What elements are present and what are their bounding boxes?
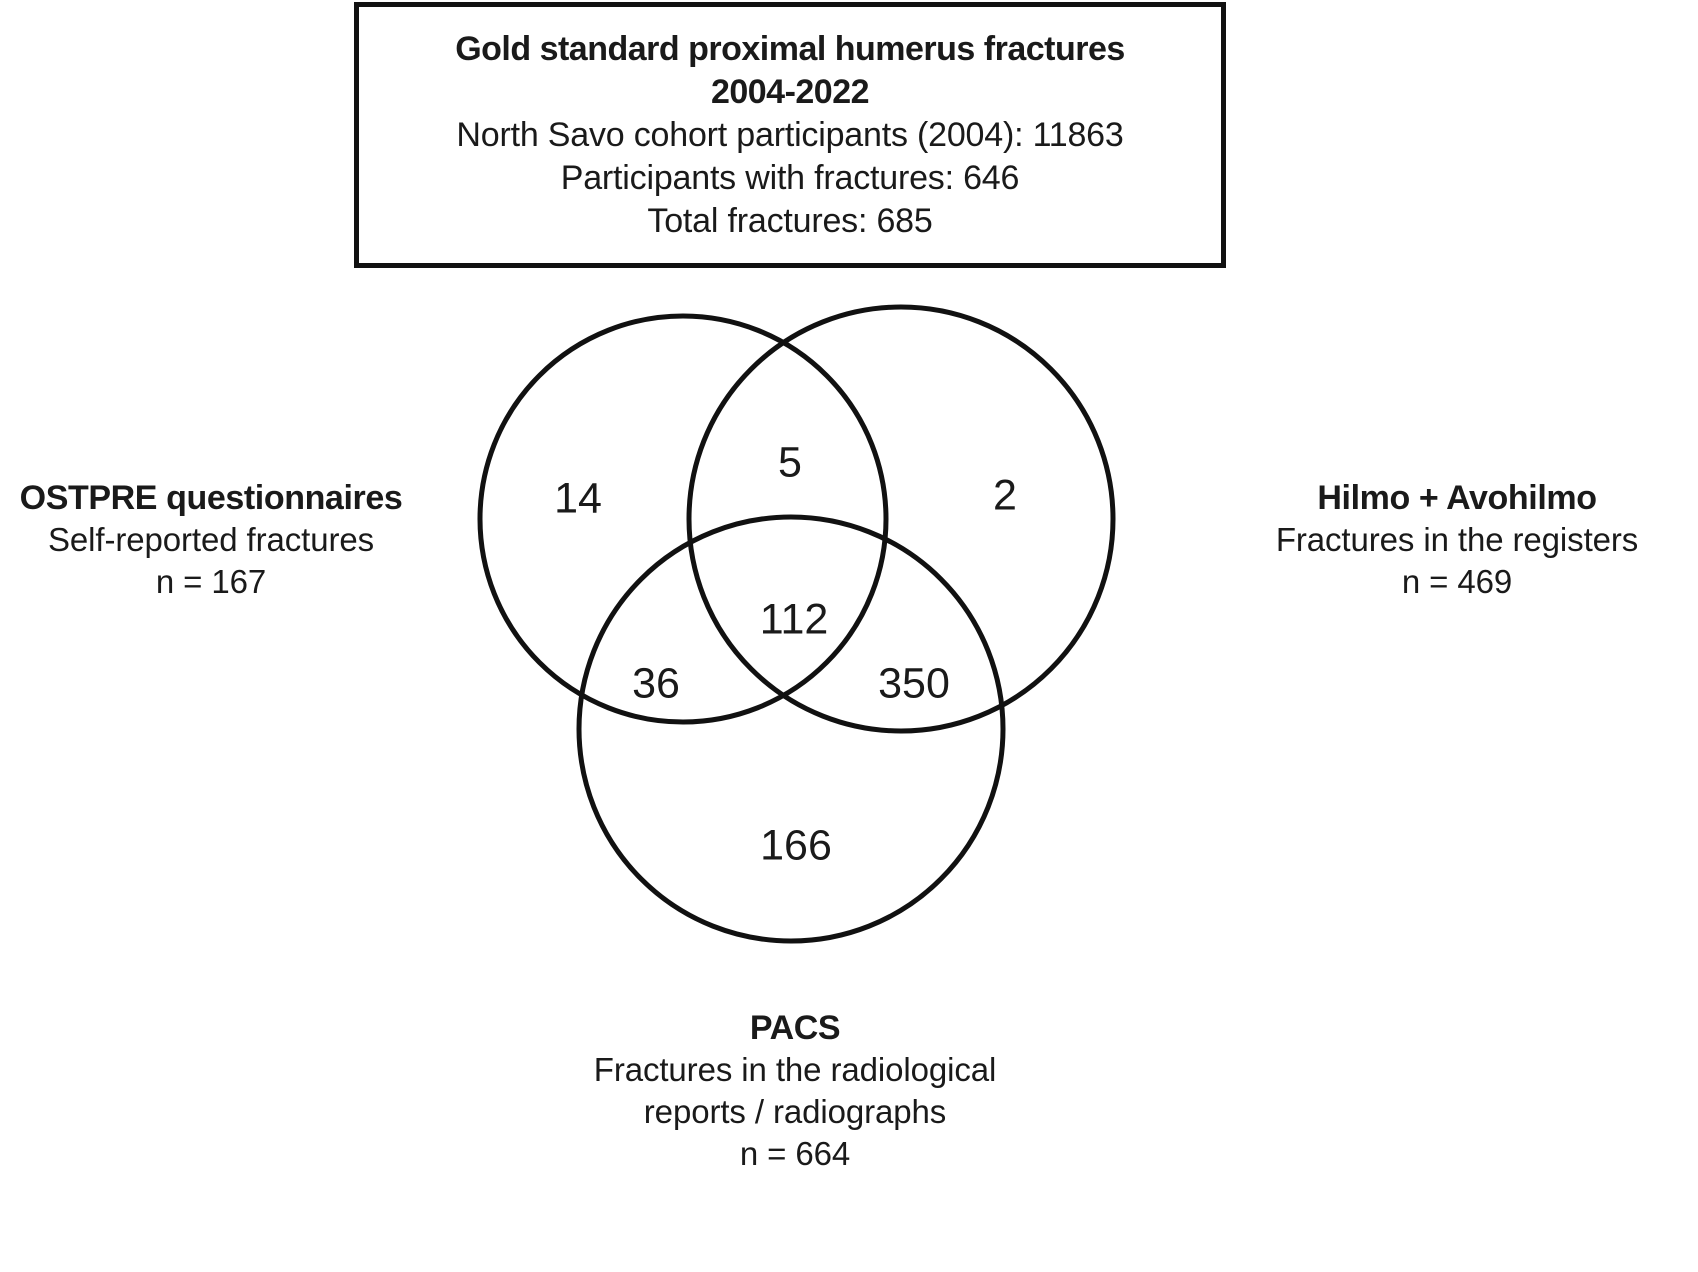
set-label-pacs-title: PACS: [749, 1009, 841, 1047]
venn-count-ostpre-only: 14: [554, 474, 602, 523]
set-label-ostpre: OSTPRE questionnaires Self-reported frac…: [0, 477, 426, 603]
summary-title-line1: Gold standard proximal humerus fractures: [455, 29, 1125, 68]
venn-count-ostpre-pacs: 36: [632, 659, 680, 708]
set-label-ostpre-count: n = 167: [155, 563, 267, 600]
set-label-ostpre-title: OSTPRE questionnaires: [19, 479, 403, 517]
summary-total-fractures: Total fractures: 685: [647, 201, 933, 240]
set-label-ostpre-sub1: Self-reported fractures: [47, 521, 374, 558]
venn-count-ostpre-hilmo: 5: [778, 438, 802, 487]
venn-circle-ostpre: [477, 313, 889, 725]
summary-title-line2: 2004-2022: [710, 72, 870, 111]
set-label-pacs: PACS Fractures in the radiological repor…: [545, 1007, 1045, 1175]
set-label-pacs-sub1: Fractures in the radiological: [593, 1051, 997, 1088]
set-label-hilmo-sub1: Fractures in the registers: [1275, 521, 1639, 558]
set-label-hilmo: Hilmo + Avohilmo Fractures in the regist…: [1212, 477, 1698, 603]
venn-count-pacs-only: 166: [760, 821, 832, 870]
set-label-pacs-count: n = 664: [739, 1135, 851, 1172]
set-label-hilmo-count: n = 469: [1401, 563, 1513, 600]
venn-count-hilmo-pacs: 350: [878, 659, 950, 708]
summary-participants-with-fractures: Participants with fractures: 646: [560, 158, 1020, 197]
set-label-hilmo-title: Hilmo + Avohilmo: [1317, 479, 1597, 517]
set-label-pacs-sub2: reports / radiographs: [643, 1093, 947, 1130]
summary-box: Gold standard proximal humerus fractures…: [354, 2, 1226, 268]
summary-cohort-participants: North Savo cohort participants (2004): 1…: [456, 115, 1124, 154]
venn-circle-pacs: [576, 514, 1006, 944]
venn-count-hilmo-only: 2: [993, 471, 1017, 520]
venn-count-all-three: 112: [759, 595, 829, 644]
